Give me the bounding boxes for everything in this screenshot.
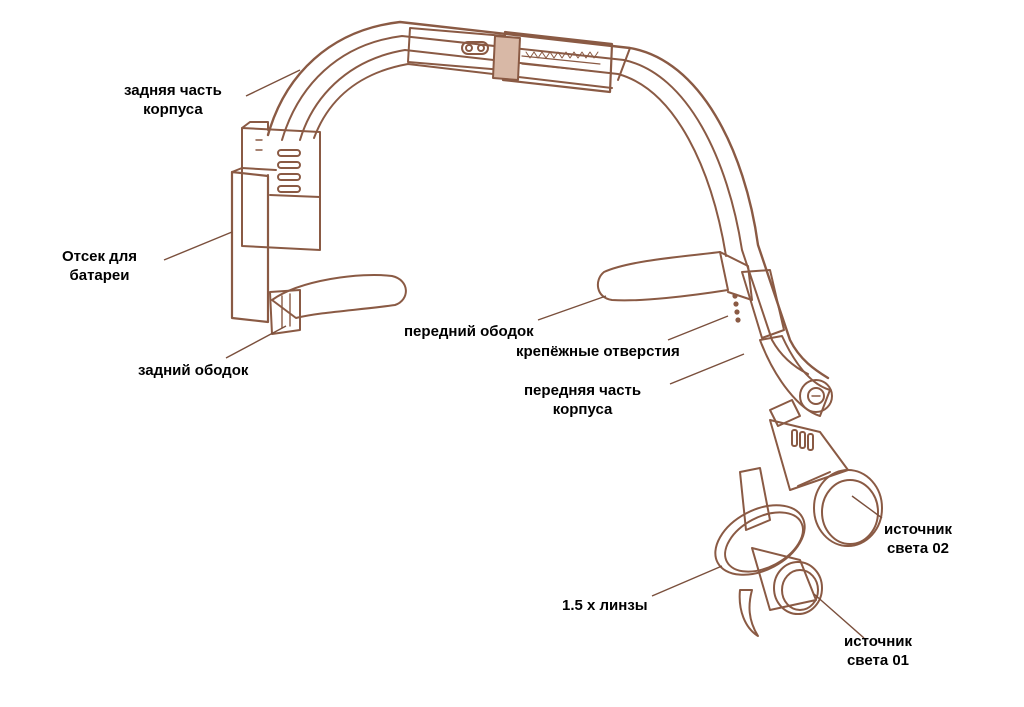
label-light-02-line1: источник <box>884 521 952 538</box>
rear-rim <box>269 274 407 335</box>
leader-lines <box>163 69 883 639</box>
leader-front-housing <box>669 353 745 385</box>
label-light-02: источник света 02 <box>884 520 952 558</box>
label-light-01-line2: света 01 <box>846 652 910 669</box>
label-front-housing-line1: передняя часть <box>524 382 642 399</box>
leader-light-02 <box>851 495 883 519</box>
adjustment-slider <box>407 27 614 94</box>
leader-rear-housing <box>245 69 301 97</box>
label-rear-rim: задний ободок <box>138 362 249 379</box>
leader-rear-rim <box>225 325 287 359</box>
label-light-01: источник света 01 <box>844 632 912 670</box>
leader-battery <box>163 231 233 261</box>
front-rim <box>596 251 753 323</box>
label-rear-housing-line1: задняя часть <box>124 82 222 99</box>
lens-assembly <box>714 467 806 637</box>
headband-arc <box>266 20 830 380</box>
label-battery-line2: батареи <box>69 267 130 284</box>
label-battery-line1: Отсек для <box>62 248 137 265</box>
label-light-02-line2: света 02 <box>886 540 950 557</box>
label-rear-housing: задняя часть корпуса <box>124 81 222 119</box>
label-front-housing-line2: корпуса <box>552 401 613 418</box>
leader-lenses <box>651 565 723 597</box>
label-front-rim: передний ободок <box>404 323 534 340</box>
battery-housing <box>230 121 321 324</box>
leader-light-01 <box>813 593 865 639</box>
label-rear-housing-line2: корпуса <box>143 101 203 118</box>
light-source-01 <box>751 547 823 615</box>
leader-front-rim <box>537 295 607 321</box>
leader-mount-holes <box>667 315 729 341</box>
label-battery: Отсек для батареи <box>62 247 137 285</box>
light-source-02 <box>769 419 883 547</box>
label-front-housing: передняя часть корпуса <box>524 381 641 419</box>
label-light-01-line1: источник <box>844 633 912 650</box>
label-mount-holes: крепёжные отверстия <box>516 343 680 360</box>
label-lenses: 1.5 x линзы <box>562 597 648 614</box>
